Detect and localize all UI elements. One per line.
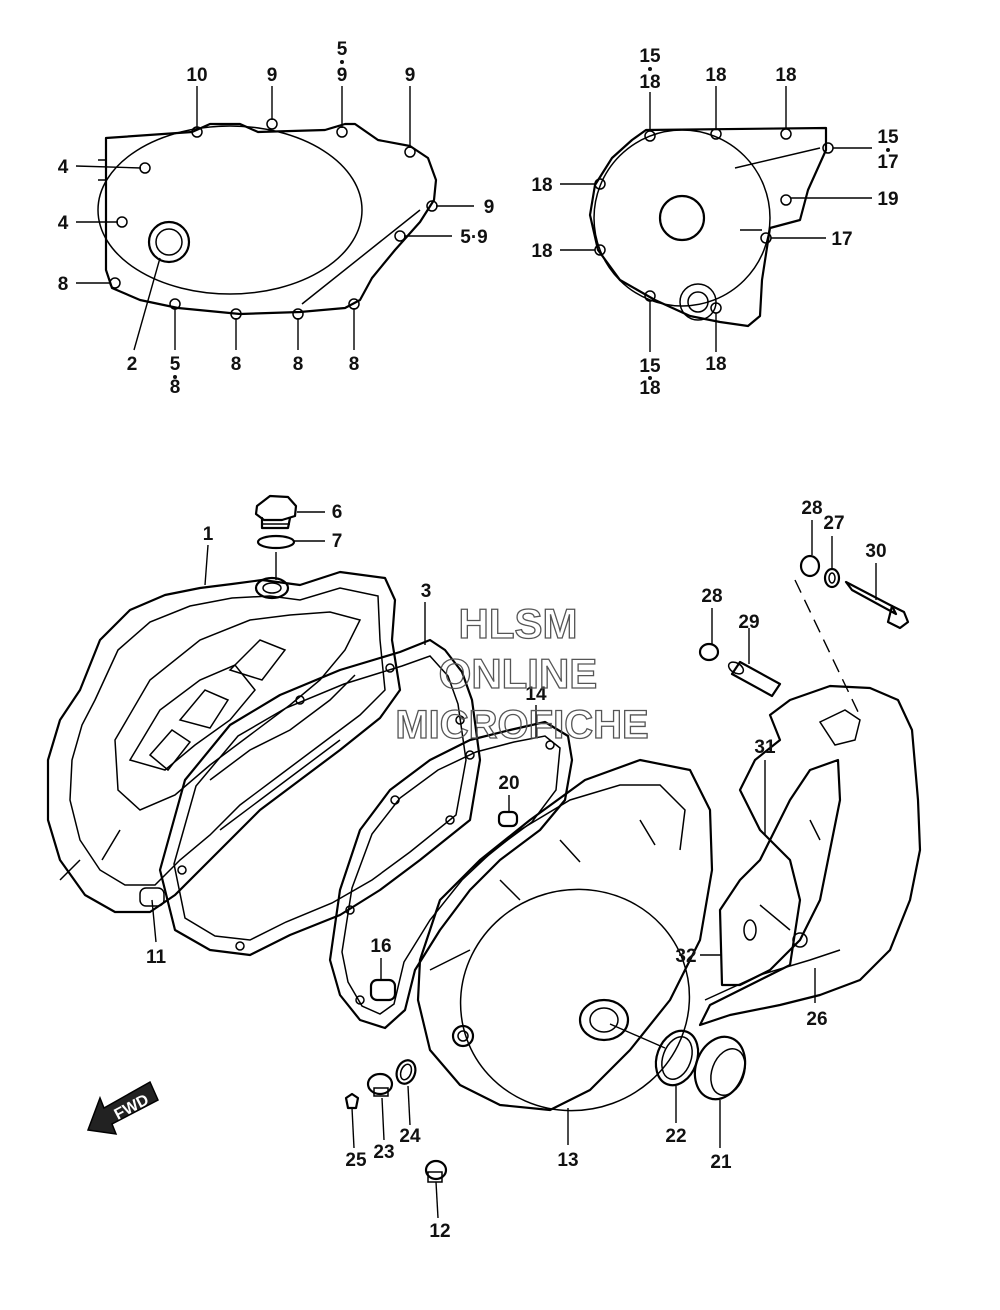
label-15: 15 [877,127,899,148]
label-30: 30 [865,541,886,562]
watermark-line3: MICROFICHE [395,703,648,747]
label-17: 17 [831,229,852,250]
drain-plugs [344,1059,448,1183]
label-5: 5 [170,354,181,375]
label-9: 9 [267,65,278,86]
label-26: 26 [806,1009,827,1030]
label-8: 8 [231,354,242,375]
label-18: 18 [639,72,660,93]
top-right-labels: 15 18 18 18 15 17 18 19 18 17 15 18 18 [531,46,899,399]
label-8: 8 [349,354,360,375]
watermark-line1: HLSM [459,600,578,647]
fastener-parts [698,554,910,717]
label-8: 8 [293,354,304,375]
label-8: 8 [170,377,181,398]
label-14: 14 [525,684,547,705]
label-9: 9 [484,197,495,218]
magneto-cover-3d [416,758,714,1112]
label-11: 11 [146,947,167,968]
sprocket-cover [698,684,922,1027]
label-27: 27 [823,513,844,534]
label-10: 10 [186,65,207,86]
label-5: 5 [337,39,348,60]
label-12: 12 [429,1221,450,1242]
label-18: 18 [639,378,660,399]
dowel-pins [369,810,519,1002]
label-18: 18 [705,65,726,86]
top-right-leaders [560,86,872,352]
cover-plug-parts [654,1029,747,1101]
label-18: 18 [531,175,552,196]
label-20: 20 [498,773,519,794]
label-7: 7 [332,531,343,552]
label-4: 4 [58,213,69,234]
label-5-9: 5·9 [460,227,487,248]
label-21: 21 [710,1152,732,1173]
label-28: 28 [801,498,822,519]
top-left-leaders [75,86,474,351]
bottom-labels: 1 6 7 3 14 20 11 16 28 27 30 28 29 31 32… [146,498,887,1242]
label-18: 18 [775,65,796,86]
label-9: 9 [405,65,416,86]
label-28: 28 [701,586,722,607]
label-4: 4 [58,157,69,178]
bottom-leaders [151,511,877,1219]
label-29: 29 [738,612,759,633]
clutch-cover-3d [46,570,402,914]
label-23: 23 [373,1142,394,1163]
label-8: 8 [58,274,69,295]
magneto-cover-outline [588,126,834,328]
label-32: 32 [675,946,696,967]
clutch-cover-gasket [158,638,482,957]
label-1: 1 [203,524,214,545]
watermark-line2: ONLINE [439,650,598,697]
label-18: 18 [705,354,726,375]
magneto-cover-gasket [328,720,574,1030]
label-6: 6 [332,502,343,523]
label-19: 19 [877,189,898,210]
clutch-cover-outline [97,118,438,320]
oil-filler-cap [254,494,298,580]
label-16: 16 [370,936,391,957]
label-13: 13 [557,1150,578,1171]
top-left-labels: 10 9 5 9 9 4 4 8 9 5·9 2 5 8 8 8 8 [58,39,495,398]
label-18: 18 [531,241,552,262]
label-31: 31 [754,737,776,758]
watermark: HLSM ONLINE MICROFICHE [395,599,650,747]
label-24: 24 [399,1126,421,1147]
label-15: 15 [639,46,661,67]
label-15: 15 [639,356,661,377]
forward-arrow-icon: FWD [86,1080,159,1135]
label-25: 25 [345,1150,367,1171]
label-2: 2 [127,354,138,375]
label-22: 22 [665,1126,686,1147]
label-3: 3 [421,581,432,602]
label-17: 17 [877,152,898,173]
label-9: 9 [337,65,348,86]
